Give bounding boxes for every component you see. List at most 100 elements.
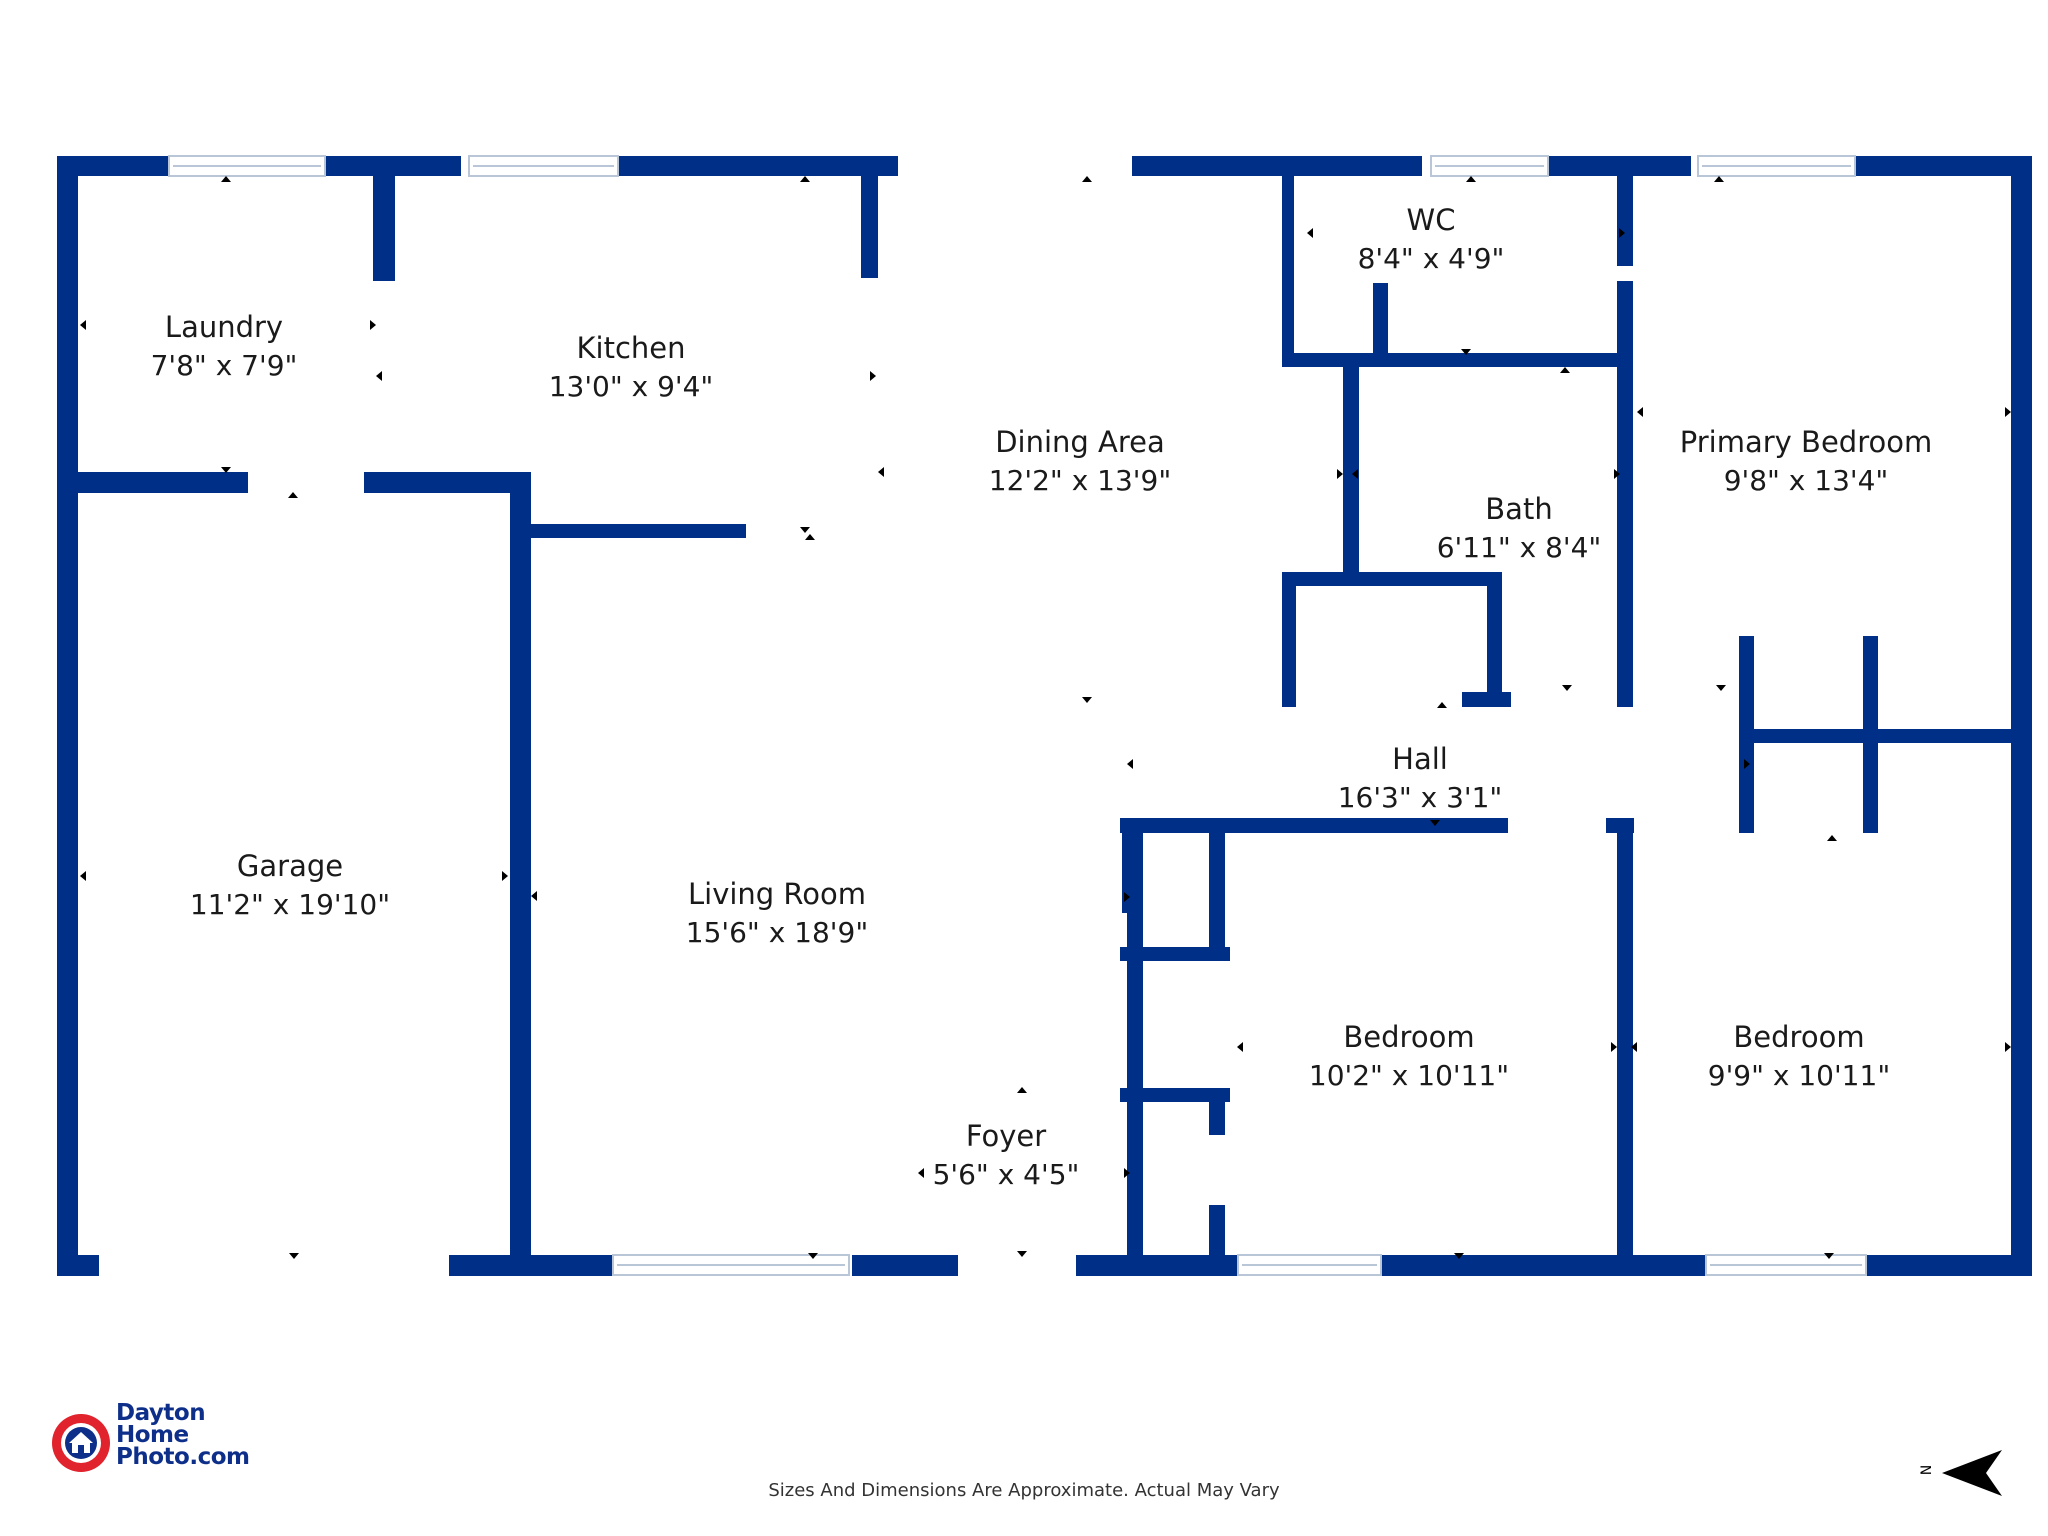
room-kitchen: Kitchen 13'0" x 9'4" [549,331,714,403]
room-bedroom-2-name: Bedroom [1733,1020,1864,1054]
dimension-marker [531,891,537,901]
dimension-marker [289,1253,299,1259]
dimension-marker [1337,469,1343,479]
wall-segment [1076,1255,1240,1276]
room-bath: Bath 6'11" x 8'4" [1437,492,1602,564]
camera-house-icon [52,1414,110,1472]
room-bedroom-1-dims: 10'2" x 10'11" [1309,1059,1509,1092]
dimension-marker [1430,820,1440,826]
dimension-marker [1461,349,1471,355]
room-kitchen-name: Kitchen [577,331,686,365]
compass-label: N [1919,1464,1936,1476]
wall-segment [861,156,878,278]
dimension-marker [221,467,231,473]
wall-segment [1127,818,1143,1276]
logo-line-2: Home [116,1422,189,1448]
north-arrow-icon [1942,1450,2002,1496]
room-hall-dims: 16'3" x 3'1" [1338,781,1503,814]
wall-segment [364,472,528,493]
wall-segment [1373,283,1388,364]
room-wc-name: WC [1407,203,1456,237]
wall-segment [2011,156,2032,1276]
dimension-marker [805,534,815,540]
windows [168,155,1867,1276]
dimension-marker [288,492,298,498]
wall-segment [1282,156,1294,296]
dimension-marker [221,176,231,182]
room-bedroom-1: Bedroom 10'2" x 10'11" [1309,1020,1509,1092]
dimension-marker [1619,228,1625,238]
room-wc: WC 8'4" x 4'9" [1358,203,1505,275]
room-primary-bedroom: Primary Bedroom 9'8" x 13'4" [1680,425,1932,497]
wall-segment [57,472,248,493]
wall-segment [373,156,395,281]
room-dining-area: Dining Area 12'2" x 13'9" [989,425,1171,497]
wall-segment [1617,281,1633,707]
room-garage-name: Garage [237,849,343,883]
wall-segment [1343,353,1359,586]
wall-segment [1282,572,1296,707]
wall-segment [612,156,898,176]
dimension-marker [1611,1042,1617,1052]
logo-line-1: Dayton [116,1400,206,1426]
wall-segment [1617,156,1633,266]
room-wc-dims: 8'4" x 4'9" [1358,242,1505,275]
room-bedroom-1-name: Bedroom [1343,1020,1474,1054]
north-compass: N [1919,1444,2012,1504]
room-laundry-name: Laundry [165,310,283,344]
room-hall: Hall 16'3" x 3'1" [1338,742,1503,814]
wall-segment [1209,1205,1225,1276]
dimension-marker [1017,1251,1027,1257]
wall-segment [1120,1088,1230,1102]
dimension-marker [1614,469,1620,479]
logo-line-3: Photo.com [116,1444,250,1470]
logo-text: Dayton Home Photo.com [116,1400,250,1470]
dimension-markers [80,176,2011,1259]
wall-segment [57,156,78,1276]
dimension-marker [1631,1042,1637,1052]
room-kitchen-dims: 13'0" x 9'4" [549,370,714,403]
room-dining-name: Dining Area [995,425,1165,459]
wall-segment [1120,947,1230,961]
dimension-marker [1237,1042,1243,1052]
room-primary-bedroom-name: Primary Bedroom [1680,425,1932,459]
wall-segment [1132,156,1422,176]
wall-segment [1120,818,1508,833]
dimension-marker [918,1168,924,1178]
wall-segment [57,1255,99,1276]
wall-segment [1209,1095,1225,1135]
wall-segment [852,1255,958,1276]
dimension-marker [1562,685,1572,691]
wall-segment [1282,353,1629,367]
disclaimer-text: Sizes And Dimensions Are Approximate. Ac… [768,1480,1280,1501]
dimension-marker [502,871,508,881]
dimension-marker [376,371,382,381]
dimension-marker [2005,1042,2011,1052]
dimension-marker [1714,176,1724,182]
wall-segment [1462,692,1511,707]
room-hall-name: Hall [1392,742,1448,776]
room-garage: Garage 11'2" x 19'10" [190,849,390,921]
wall-segment [510,524,746,538]
room-garage-dims: 11'2" x 19'10" [190,888,390,921]
wall-segment [1617,692,1633,707]
wall-segment [57,156,169,176]
dimension-marker [1307,228,1313,238]
room-living-room-name: Living Room [688,877,866,911]
room-bedroom-2-dims: 9'9" x 10'11" [1708,1059,1890,1092]
dimension-marker [1824,1253,1834,1259]
room-foyer: Foyer 5'6" x 4'5" [933,1119,1080,1191]
dimension-marker [2005,407,2011,417]
dimension-marker [878,467,884,477]
dimension-marker [1466,176,1476,182]
dimension-marker [870,371,876,381]
dimension-marker [800,176,810,182]
room-laundry-dims: 7'8" x 7'9" [151,349,298,382]
room-foyer-name: Foyer [966,1119,1046,1153]
dimension-marker [1082,176,1092,182]
wall-segment [1282,572,1502,586]
dimension-marker [1124,1168,1130,1178]
wall-segment [510,472,531,1265]
dimension-marker [1744,759,1750,769]
